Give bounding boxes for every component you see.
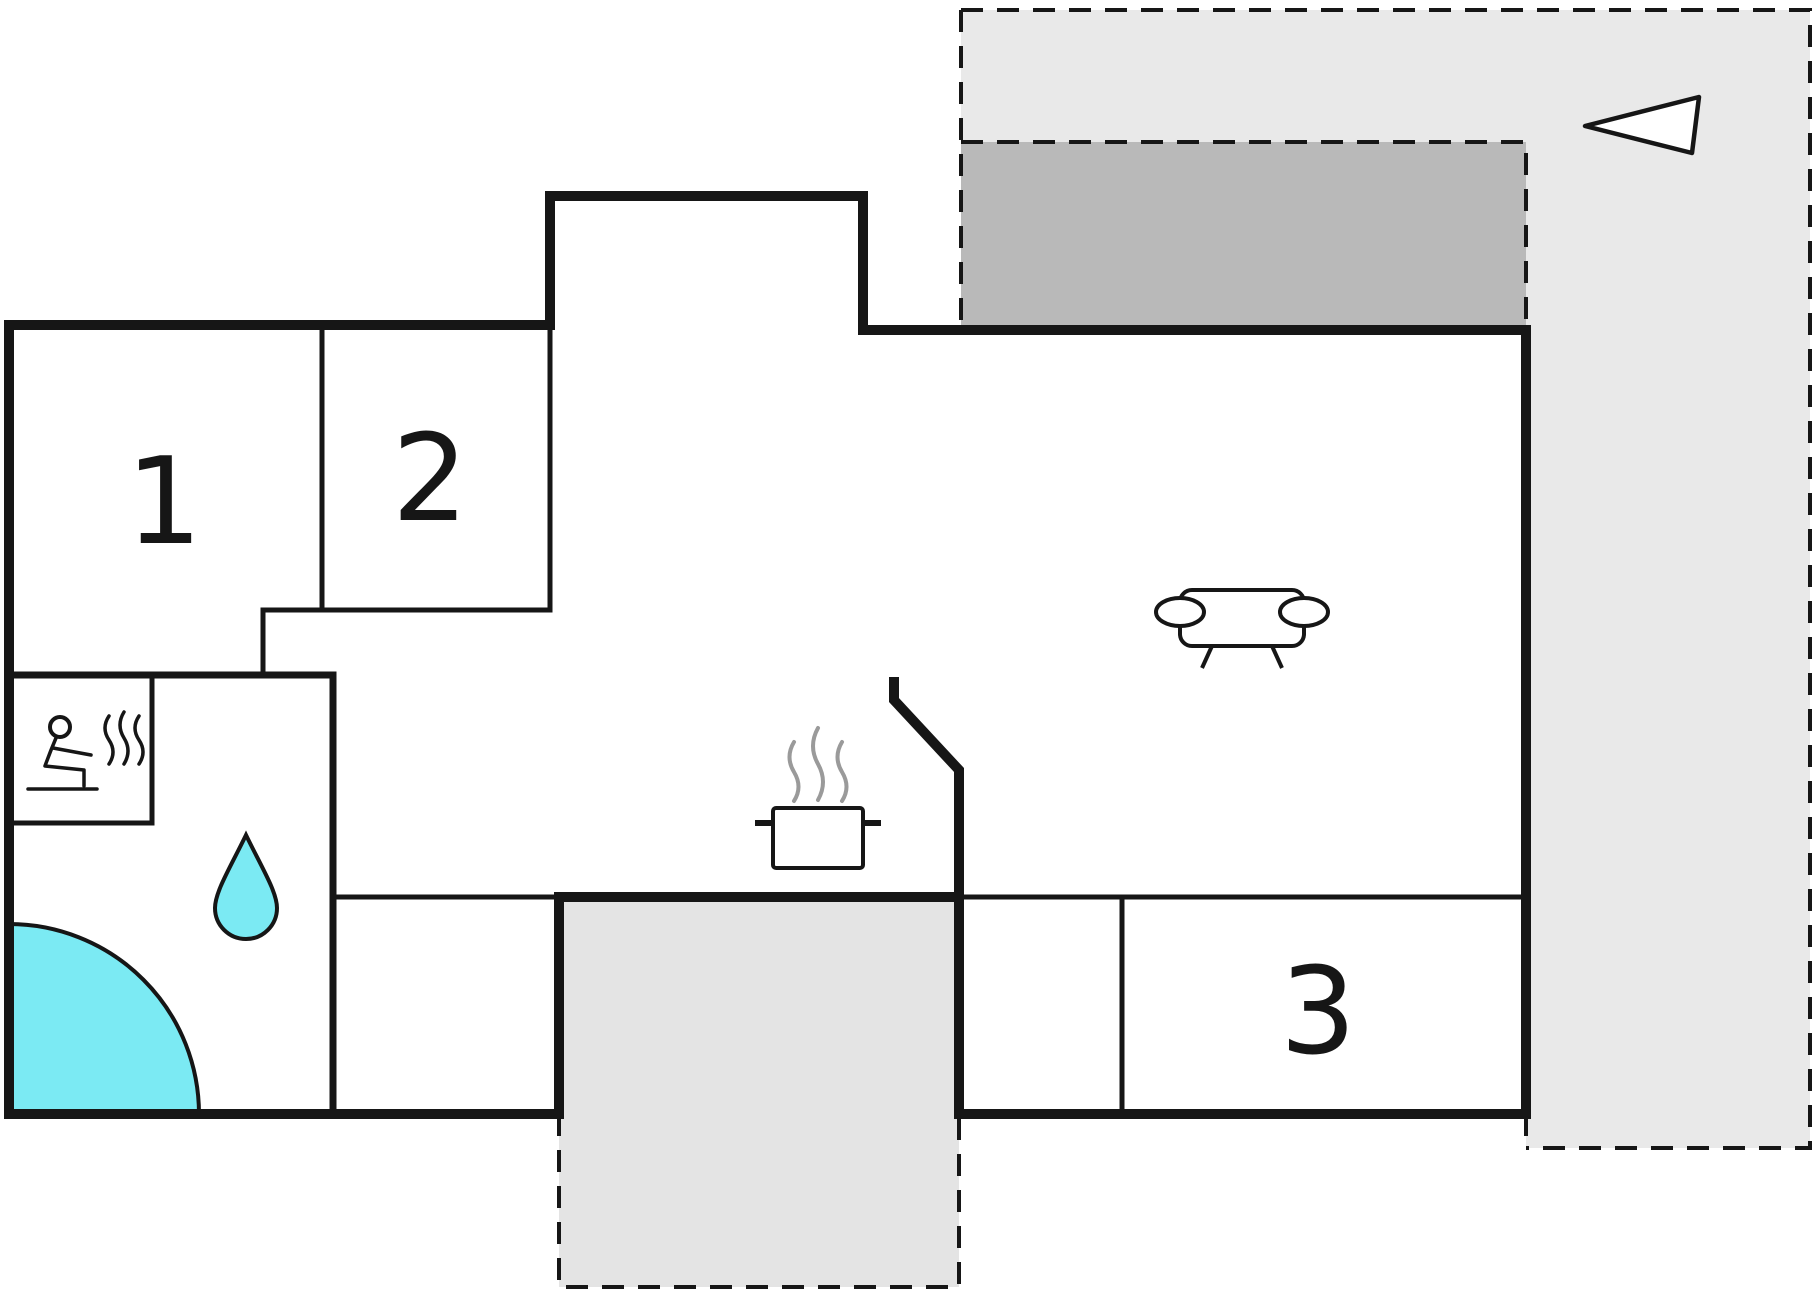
sofa-icon [1154, 588, 1330, 669]
terrace-outline-dashed [961, 8, 1812, 1150]
sauna-person-head [48, 715, 72, 739]
terrace-dark-outline-dashed [961, 140, 1528, 330]
room-3-label: 3 [1280, 943, 1356, 1082]
sauna-heat-wave-2 [118, 710, 130, 766]
sauna-icon [26, 710, 145, 791]
terrace-dark-area [961, 142, 1526, 330]
shower-icon [7, 921, 202, 1116]
sofa-armrest-right [1278, 596, 1330, 628]
sauna-heat-wave-1 [103, 714, 115, 766]
pot-body [771, 806, 865, 870]
room-1-label: 1 [126, 433, 202, 572]
stove-pot-icon [755, 726, 881, 870]
sofa-leg-left [1200, 645, 1214, 669]
wall-exterior [4, 191, 1531, 1119]
porch-area [559, 897, 959, 1287]
porch-outline-dashed [557, 1114, 961, 1289]
water-drop-icon [212, 830, 280, 941]
sauna-person-arm [51, 746, 93, 757]
north-arrow-icon [1582, 94, 1702, 156]
sauna-person-body [43, 736, 86, 788]
steam-line-left [787, 740, 801, 803]
sauna-heat-wave-3 [133, 714, 145, 766]
steam-line-right [835, 740, 849, 803]
steam-line-middle [811, 726, 825, 802]
room-2-label: 2 [392, 410, 468, 549]
sofa-armrest-left [1154, 596, 1206, 628]
wall-kitchen-chimney [889, 677, 964, 1119]
sofa-leg-right [1270, 645, 1284, 669]
